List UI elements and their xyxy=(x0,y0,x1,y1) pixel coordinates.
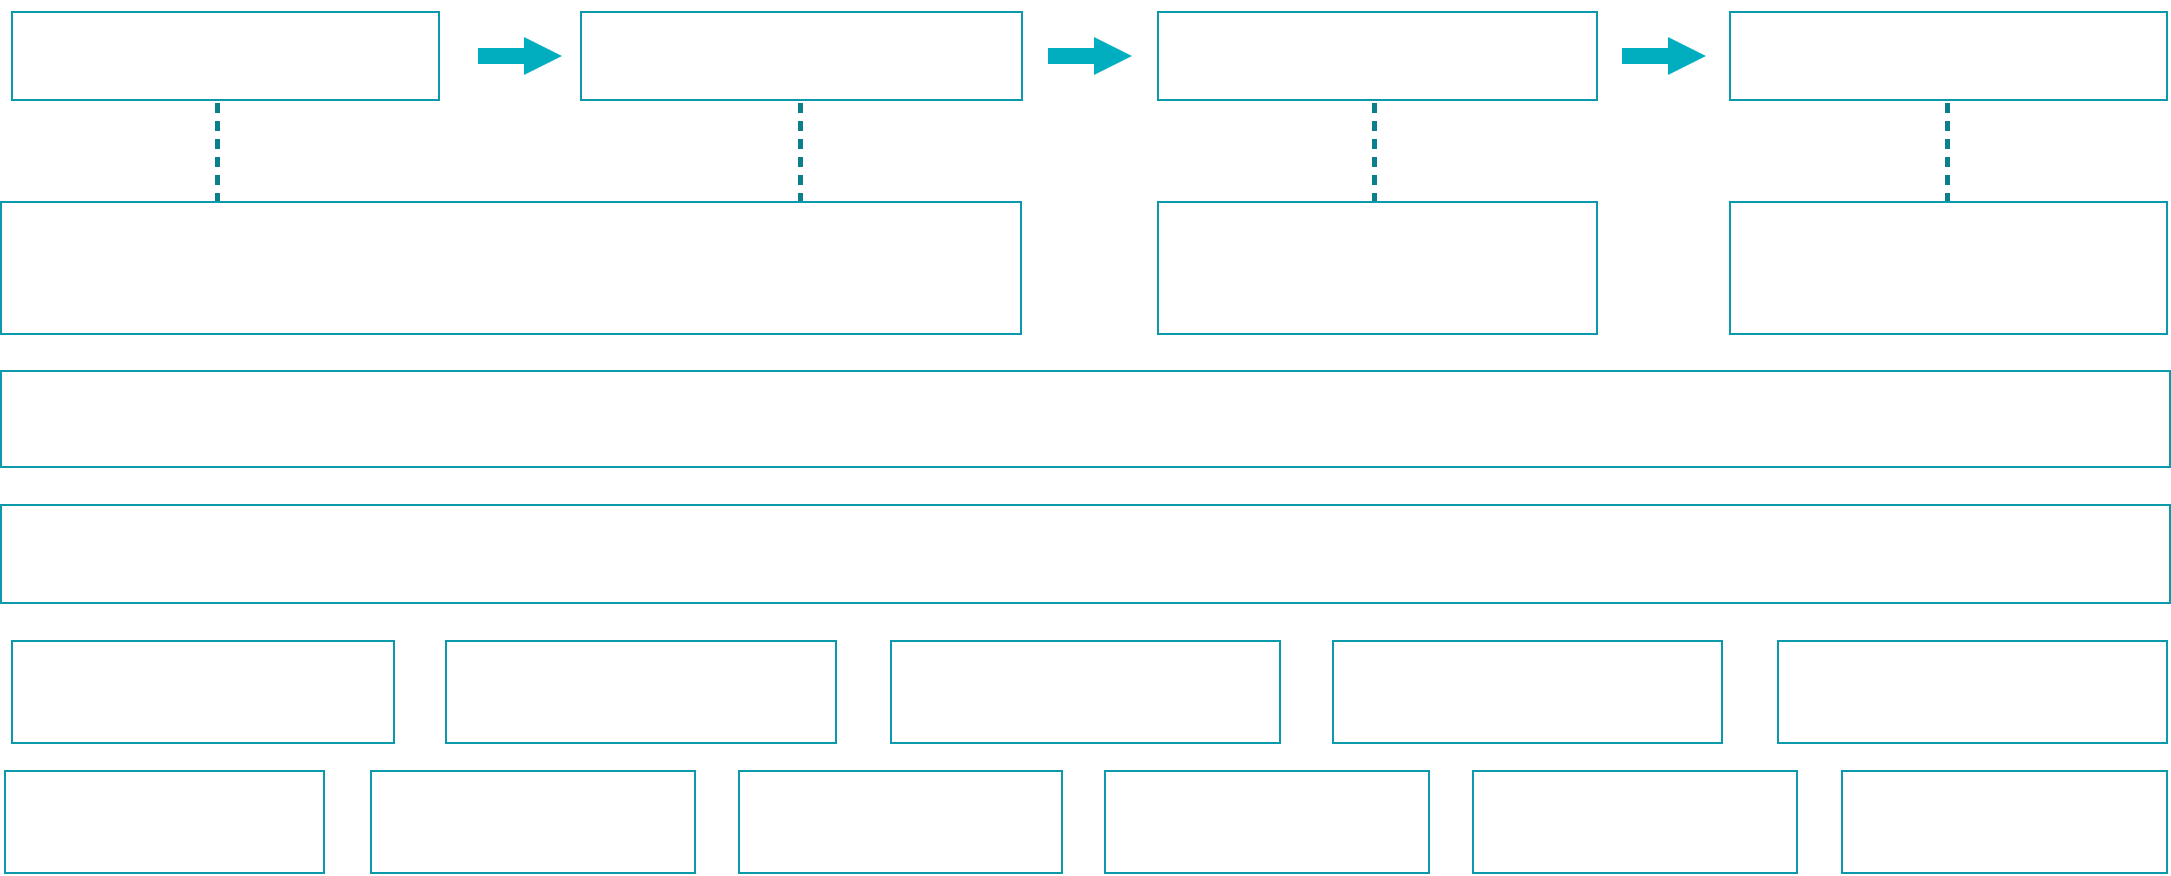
full-width-band-2 xyxy=(0,504,2171,604)
flow-step-3-box xyxy=(1157,11,1598,101)
detail-box-2 xyxy=(1157,201,1598,335)
dashed-connector xyxy=(1372,103,1377,201)
base-box-5 xyxy=(1472,770,1798,874)
support-box-3 xyxy=(890,640,1281,744)
base-box-1 xyxy=(4,770,325,874)
flow-step-1-box xyxy=(11,11,440,101)
flow-step-2-box xyxy=(580,11,1023,101)
base-box-6 xyxy=(1841,770,2168,874)
arrow-right-icon xyxy=(1048,37,1132,75)
detail-box-wide xyxy=(0,201,1022,335)
arrow-right-icon xyxy=(478,37,562,75)
base-box-4 xyxy=(1104,770,1430,874)
support-box-5 xyxy=(1777,640,2168,744)
support-box-1 xyxy=(11,640,395,744)
dashed-connector xyxy=(215,103,220,201)
arrow-right-icon xyxy=(1622,37,1706,75)
support-box-2 xyxy=(445,640,837,744)
full-width-band-1 xyxy=(0,370,2171,468)
flow-step-4-box xyxy=(1729,11,2168,101)
support-box-4 xyxy=(1332,640,1723,744)
dashed-connector xyxy=(798,103,803,201)
detail-box-3 xyxy=(1729,201,2168,335)
dashed-connector xyxy=(1945,103,1950,201)
base-box-3 xyxy=(738,770,1063,874)
base-box-2 xyxy=(370,770,696,874)
